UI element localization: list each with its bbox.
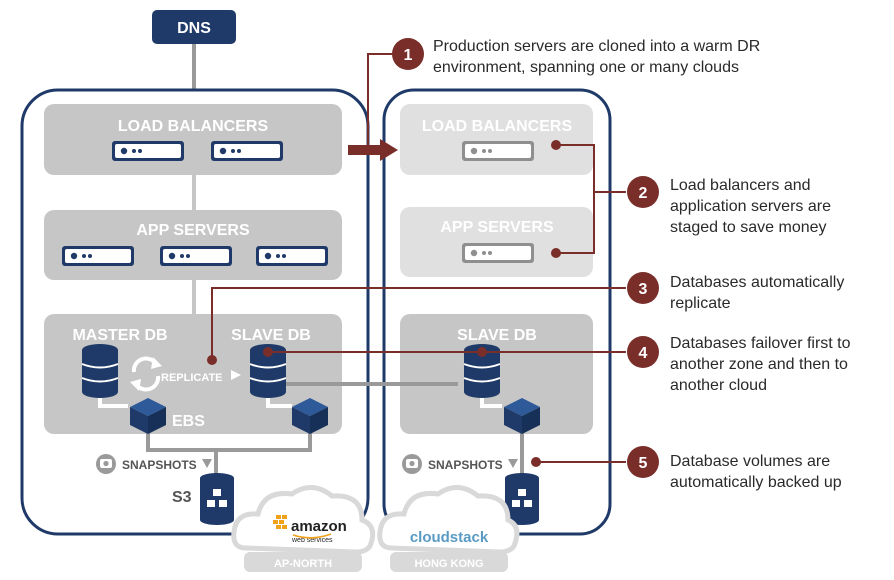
amazon-logo xyxy=(273,515,287,529)
callout-1-badge: 1 xyxy=(392,38,424,70)
dns-box xyxy=(152,10,236,44)
server-icon xyxy=(211,141,283,161)
callout-1-text: Production servers are cloned into a war… xyxy=(433,36,760,78)
callout-3-line xyxy=(211,287,626,360)
region-ap-north: AP-NORTH xyxy=(274,558,332,570)
app-servers-label: APP SERVERS xyxy=(136,222,250,239)
server-icon xyxy=(462,243,534,263)
svg-text:2: 2 xyxy=(639,185,648,202)
ebs-volume-icon xyxy=(130,398,166,434)
server-icon xyxy=(256,246,328,266)
dr-ebs-volume-icon xyxy=(504,398,540,434)
dr-load-balancers-panel xyxy=(400,104,593,175)
dns-label: DNS xyxy=(177,20,211,37)
load-balancers-label: LOAD BALANCERS xyxy=(118,118,269,135)
s3-label: S3 xyxy=(172,489,192,506)
master-db-label: MASTER DB xyxy=(72,327,167,344)
aws-cloud-badge xyxy=(231,485,376,572)
replicate-arrow-icon xyxy=(231,370,241,380)
snapshots-label: SNAPSHOTS xyxy=(122,458,197,472)
server-icon xyxy=(62,246,134,266)
slave-db-label: SLAVE DB xyxy=(231,327,311,344)
app-servers-panel xyxy=(44,210,342,280)
region-hong-kong: HONG KONG xyxy=(414,558,483,570)
master-database-icon xyxy=(81,344,119,398)
callout-3-text: Databases automatically replicate xyxy=(670,272,844,314)
refresh-icon xyxy=(130,356,162,392)
cloudstack-logo: cloudstack xyxy=(410,529,489,546)
callout-5-line-1: Database volumes are xyxy=(670,453,831,470)
dr-load-balancers-label: LOAD BALANCERS xyxy=(422,118,573,135)
snapshot-arrow-icon xyxy=(508,459,518,468)
server-icon xyxy=(160,246,232,266)
callout-1-line-2: environment, spanning one or many clouds xyxy=(433,59,739,76)
replicate-label: REPLICATE xyxy=(161,372,223,384)
svg-text:5: 5 xyxy=(639,455,648,472)
svg-text:1: 1 xyxy=(404,47,413,64)
callout-4-line-2: another zone and then to xyxy=(670,356,848,373)
callout-4-line-3: another cloud xyxy=(670,377,767,394)
callout-3-line-1: Databases automatically xyxy=(670,274,845,291)
callout-1-line xyxy=(367,53,398,150)
cloudstack-cloud-badge xyxy=(377,485,520,572)
snapshot-arrow-icon xyxy=(202,459,212,468)
clone-arrow-icon xyxy=(380,139,398,161)
callout-2-line-3: staged to save money xyxy=(670,219,827,236)
dr-s3-bucket-icon xyxy=(505,473,539,525)
aws-logo-text: amazon xyxy=(291,518,347,535)
callout-3-badge: 3 xyxy=(627,272,659,304)
dr-app-servers-label: APP SERVERS xyxy=(440,219,554,236)
callout-2-line-2: application servers are xyxy=(670,198,831,215)
callout-5-badge: 5 xyxy=(627,446,659,478)
server-icon xyxy=(112,141,184,161)
callout-5-line-2: automatically backed up xyxy=(670,474,842,491)
callout-2-text: Load balancers and application servers a… xyxy=(670,175,831,238)
ebs-label: EBS xyxy=(172,413,205,430)
callout-4-text: Databases failover first to another zone… xyxy=(670,333,851,396)
callout-1-line-1: Production servers are cloned into a war… xyxy=(433,38,761,55)
svg-text:4: 4 xyxy=(639,345,648,362)
ebs-volume-icon xyxy=(292,398,328,434)
callout-2-badge: 2 xyxy=(627,176,659,208)
svg-text:3: 3 xyxy=(639,281,648,298)
callout-4-badge: 4 xyxy=(627,336,659,368)
dr-app-servers-panel xyxy=(400,207,593,277)
server-icon xyxy=(462,141,534,161)
load-balancers-panel xyxy=(44,104,342,175)
callout-2-line-1: Load balancers and xyxy=(670,177,811,194)
s3-bucket-icon xyxy=(200,473,234,525)
callout-3-line-2: replicate xyxy=(670,295,731,312)
callout-5-text: Database volumes are automatically backe… xyxy=(670,451,842,493)
callout-2-bracket xyxy=(556,144,595,254)
dr-snapshots-label: SNAPSHOTS xyxy=(428,458,503,472)
aws-logo-subtext: web services xyxy=(291,537,333,544)
dr-slave-db-label: SLAVE DB xyxy=(457,327,537,344)
callout-4-line-1: Databases failover first to xyxy=(670,335,851,352)
